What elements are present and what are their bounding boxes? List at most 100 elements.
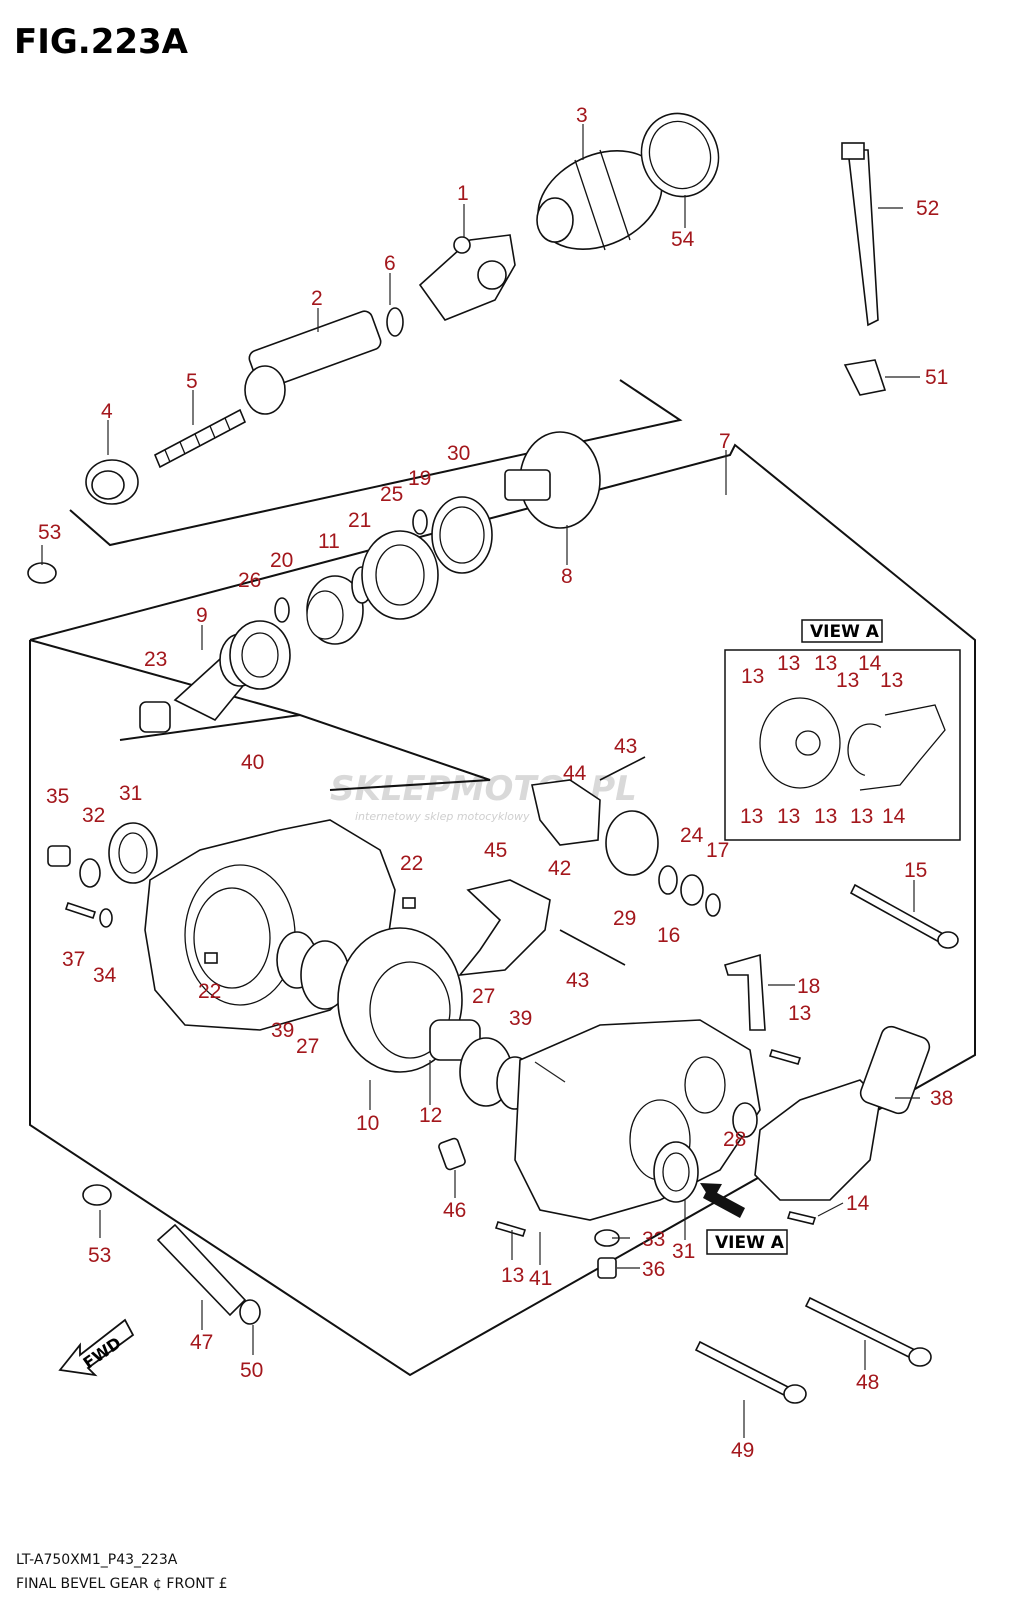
label-part-31-b: 31 (672, 1240, 695, 1263)
watermark-tagline: internetowy sklep motocyklowy (355, 810, 530, 823)
view-a-label-8: 13 (777, 805, 800, 828)
part-13-bolt-a (768, 1049, 802, 1065)
part-41-diff-housing (514, 1019, 761, 1221)
part-13-bolt-b (494, 1221, 527, 1237)
label-part-3: 3 (576, 104, 588, 127)
part-52-cable-tie (841, 142, 879, 327)
part-34-washer (99, 908, 113, 928)
label-part-38: 38 (930, 1087, 953, 1110)
label-part-6: 6 (384, 252, 396, 275)
label-part-39-b: 39 (509, 1007, 532, 1030)
view-a-title: VIEW A (810, 622, 880, 642)
view-a-arrow: VIEW A (700, 1183, 788, 1255)
part-54-clamp (640, 112, 720, 198)
label-part-8: 8 (561, 565, 573, 588)
view-a-inset: VIEW A (724, 619, 961, 841)
view-a-label-1: 13 (741, 665, 764, 688)
label-part-2: 2 (311, 287, 323, 310)
label-part-52: 52 (916, 197, 939, 220)
view-a-label-11: 14 (882, 805, 906, 828)
view-a-label-6: 13 (880, 669, 903, 692)
part-47-boot (156, 1223, 247, 1317)
part-labels: 1 2 3 4 5 6 7 8 9 10 11 12 13 13 14 15 1… (38, 104, 953, 1462)
label-part-23: 23 (144, 648, 167, 671)
label-part-17: 17 (706, 839, 729, 862)
label-part-30: 30 (447, 442, 470, 465)
part-18-bracket (724, 953, 766, 1031)
part-50-clamp (239, 1299, 261, 1325)
part-38-actuator (754, 1025, 931, 1201)
part-49-bolt (694, 1340, 807, 1404)
part-53-nut-lower (82, 1184, 112, 1206)
label-part-28: 28 (723, 1128, 746, 1151)
assembly-outline (29, 443, 976, 1377)
part-22-pin-upper (402, 897, 416, 909)
model-code: LT-A750XM1_P43_223A (16, 1552, 178, 1568)
part-43-rod-upper (599, 756, 646, 781)
label-part-48: 48 (856, 1371, 879, 1394)
view-a-label-4: 14 (858, 652, 882, 675)
label-part-31-a: 31 (119, 782, 142, 805)
part-51-clip (843, 359, 887, 396)
part-10-ring-gear (337, 927, 481, 1073)
view-a-label-7: 13 (740, 805, 763, 828)
label-part-43-b: 43 (566, 969, 589, 992)
label-part-20: 20 (270, 549, 293, 572)
part-25-bearing (361, 530, 439, 620)
part-45-fork (458, 879, 551, 977)
part-4-cap (85, 459, 139, 505)
label-part-35: 35 (46, 785, 69, 808)
footer: LT-A750XM1_P43_223A FINAL BEVEL GEAR ¢ F… (16, 1548, 228, 1596)
part-48-bolt (804, 1296, 932, 1367)
view-a-label-10: 13 (850, 805, 873, 828)
label-part-53-b: 53 (88, 1244, 111, 1267)
part-8-flange (504, 431, 601, 529)
label-part-36: 36 (642, 1258, 665, 1281)
view-a-labels: 13 13 13 14 13 13 13 13 13 13 14 (740, 652, 906, 828)
label-part-11: 11 (318, 530, 340, 553)
label-part-5: 5 (186, 370, 198, 393)
part-32-washer (79, 858, 101, 888)
part-16-oring (658, 865, 678, 895)
part-17-circlip (705, 893, 721, 917)
part-46-plug (438, 1137, 466, 1171)
label-part-13-b: 13 (501, 1264, 524, 1287)
label-part-47: 47 (190, 1331, 213, 1354)
part-36-plug (597, 1257, 617, 1279)
label-part-29: 29 (613, 907, 636, 930)
view-a-label-3: 13 (814, 652, 837, 675)
label-part-12: 12 (419, 1104, 442, 1127)
part-44-shift-fork (531, 779, 601, 846)
label-part-49: 49 (731, 1439, 754, 1462)
part-19-circlip (412, 509, 428, 535)
upper-outline (69, 379, 683, 547)
view-a-label-9: 13 (814, 805, 837, 828)
part-30-seal (431, 496, 493, 574)
label-part-22-a: 22 (400, 852, 423, 875)
label-part-46: 46 (443, 1199, 466, 1222)
part-1-joint (418, 234, 516, 321)
part-42-cam (605, 810, 659, 876)
label-part-9: 9 (196, 604, 208, 627)
label-part-33: 33 (642, 1228, 665, 1251)
label-part-10: 10 (356, 1112, 379, 1135)
label-part-21: 21 (348, 509, 371, 532)
label-part-24: 24 (680, 824, 704, 847)
label-part-54: 54 (671, 228, 695, 251)
label-part-32: 32 (82, 804, 105, 827)
label-part-14: 14 (846, 1192, 870, 1215)
label-part-43-a: 43 (614, 735, 637, 758)
label-part-34: 34 (93, 964, 117, 987)
view-a-label-5: 13 (836, 669, 859, 692)
part-14-bolt (786, 1211, 817, 1225)
view-a-label-2: 13 (777, 652, 800, 675)
part-31-seal-right (653, 1141, 699, 1203)
label-part-25: 25 (380, 483, 403, 506)
label-part-40: 40 (241, 751, 264, 774)
label-part-22-b: 22 (198, 980, 221, 1003)
part-15-bolt (849, 883, 959, 949)
label-part-13-a: 13 (788, 1002, 811, 1025)
part-23-needle-bearing (139, 701, 171, 733)
fwd-arrow: FWD (58, 1318, 135, 1377)
label-part-16: 16 (657, 924, 680, 947)
